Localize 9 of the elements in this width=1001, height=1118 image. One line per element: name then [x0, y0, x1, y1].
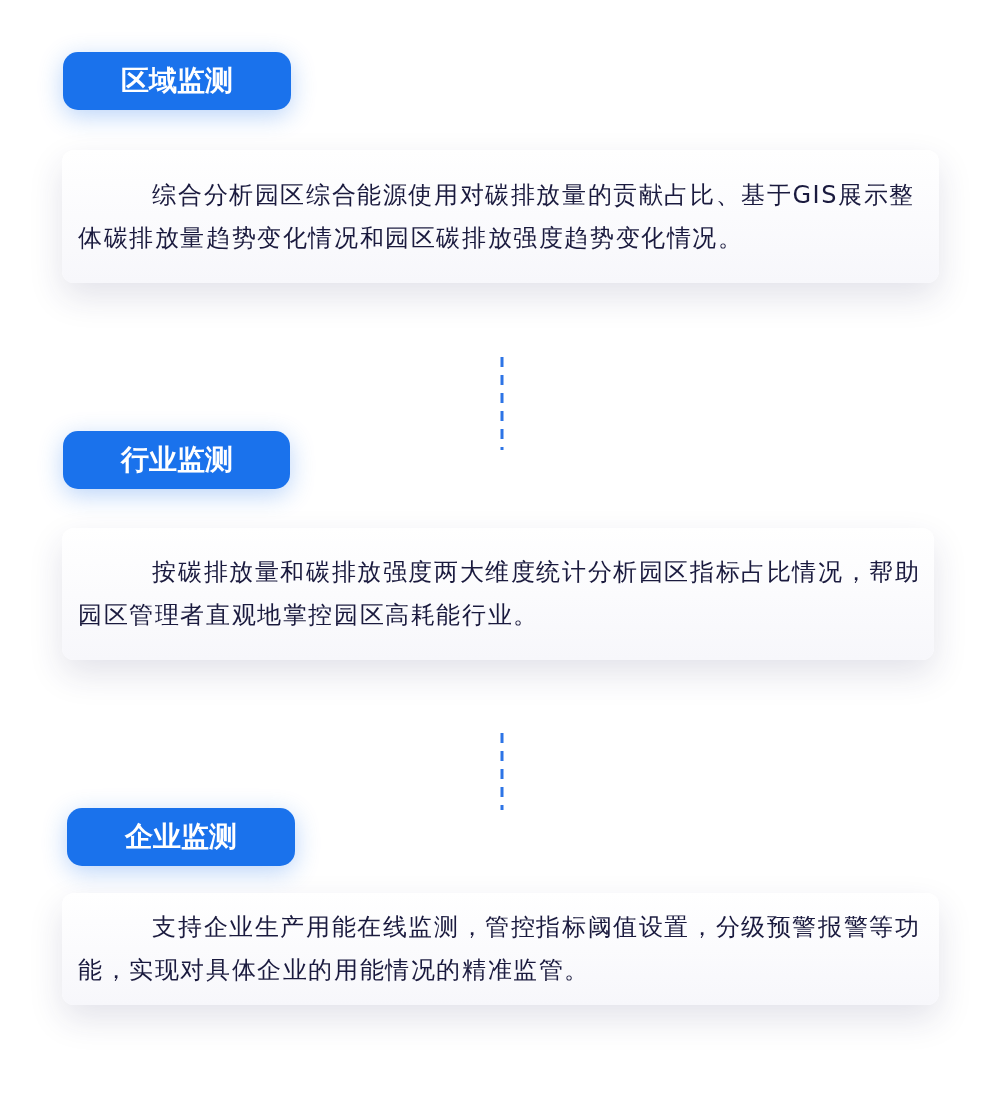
badge-title: 区域监测 [121, 63, 233, 99]
description-text: 按碳排放量和碳排放强度两大维度统计分析园区指标占比情况，帮助园区管理者直观地掌控园区高耗能行业。 [78, 557, 922, 631]
description-text: 支持企业生产用能在线监测，管控指标阈值设置，分级预警报警等功能，实现对具体企业的用能情况的精准监管。 [78, 912, 922, 986]
title-badge [63, 431, 290, 489]
title-badge [63, 52, 291, 110]
title-badge [67, 808, 295, 866]
description-text: 综合分析园区综合能源使用对碳排放量的贡献占比、基于GIS展示整体碳排放量趋势变化情况和园区碳排放强度趋势变化情况。 [78, 179, 916, 254]
badge-title: 行业监测 [120, 442, 233, 478]
badge-title: 企业监测 [125, 819, 237, 855]
